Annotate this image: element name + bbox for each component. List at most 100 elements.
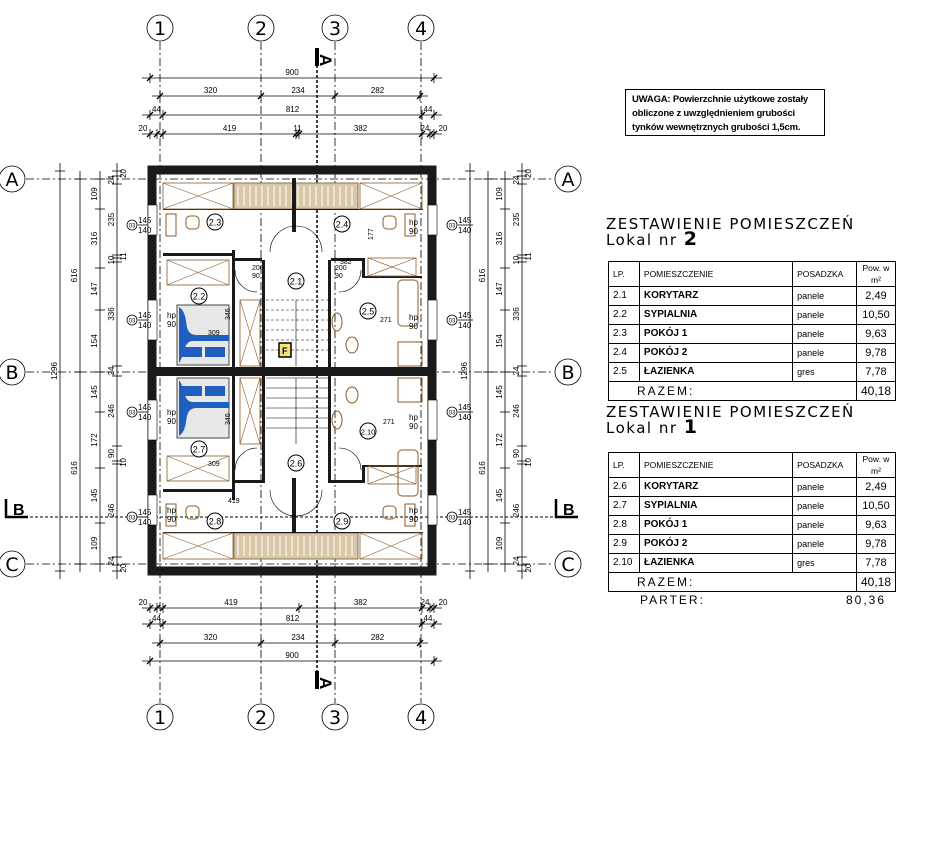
wardrobe-cross — [359, 182, 423, 210]
stair-marker-label: F — [282, 346, 288, 356]
room-floor: gres — [792, 362, 857, 382]
grid-label-C: C — [5, 554, 18, 576]
window-tag: 03 — [129, 516, 136, 522]
room-area: 9,63 — [855, 515, 897, 535]
window-sill: 140 — [458, 321, 472, 330]
grid-bubble — [247, 703, 275, 731]
sink — [331, 410, 343, 430]
door-swing — [295, 489, 323, 517]
window-tag: 03 — [129, 411, 136, 417]
note-line: tynków wewnętrznych grubości 1,5cm. — [632, 122, 801, 133]
dimension-value: 1296 — [460, 362, 469, 380]
grid-label-3: 3 — [329, 707, 341, 729]
hp-label: hp — [409, 218, 418, 227]
dimension-value: 147 — [495, 282, 504, 296]
room-lp: 2.5 — [608, 362, 640, 382]
room-marker — [206, 512, 224, 530]
hp-label: hp — [409, 413, 418, 422]
chair — [382, 215, 397, 230]
dimension-value: 336 — [512, 307, 521, 321]
dimension-value: 11 — [524, 252, 533, 261]
room-marker — [333, 512, 351, 530]
parter-value: 80,36 — [845, 593, 886, 607]
grid-label-1: 1 — [154, 18, 166, 40]
dimension-value: 235 — [107, 212, 116, 226]
bed-cover — [179, 307, 229, 363]
pillow — [182, 347, 202, 357]
pillow — [205, 386, 225, 396]
room-floor: panele — [792, 515, 857, 535]
dimension-value: 109 — [495, 187, 504, 201]
room-name: POKÓJ 1 — [638, 324, 794, 344]
interior-wall — [331, 480, 363, 483]
grid-label-A: A — [6, 169, 19, 191]
room-marker — [287, 454, 305, 472]
total-value: 40,18 — [855, 572, 897, 592]
bathtub — [397, 279, 419, 327]
window-sill: 140 — [458, 518, 472, 527]
table-row: 2.8 POKÓJ 1 panele 9,63 — [608, 515, 897, 535]
room-marker — [359, 422, 377, 440]
window-height: 145 — [458, 403, 472, 412]
window-opening — [427, 299, 438, 341]
wardrobe — [367, 465, 417, 485]
room-lp: 2.6 — [608, 477, 640, 497]
lokal1-number: 1 — [683, 416, 698, 438]
wardrobe — [359, 182, 423, 210]
room-lp: 2.8 — [608, 515, 640, 535]
dimension-value: 316 — [495, 231, 504, 245]
door-swing — [234, 269, 258, 293]
dimension-value: 44 — [424, 105, 433, 114]
room-lp: 2.4 — [608, 343, 640, 363]
dimension-value: 234 — [291, 633, 305, 642]
room-area: 10,50 — [855, 496, 897, 516]
dimension-value: 147 — [90, 282, 99, 296]
wardrobe-cross — [166, 259, 230, 286]
room-floor: panele — [792, 305, 857, 325]
dimension-value: 1296 — [50, 362, 59, 380]
wardrobe-cross — [367, 257, 417, 277]
column-header: Pow. w m² — [855, 261, 897, 287]
lokal2-title: ZESTAWIENIE POMIESZCZEŃ — [606, 215, 855, 233]
grid-bubble — [321, 14, 349, 42]
dimension-value: 382 — [354, 598, 368, 607]
dimension-value: 812 — [286, 614, 300, 623]
interior-wall — [292, 478, 296, 532]
bathtub — [397, 449, 419, 497]
window-opening — [427, 204, 438, 236]
room-marker — [333, 215, 351, 233]
dimension-value: 24 — [512, 175, 521, 184]
dimension-value: 10 — [512, 255, 521, 264]
room-name: SYPIALNIA — [638, 496, 794, 516]
desk — [404, 213, 416, 237]
grid-label-1: 1 — [154, 707, 166, 729]
room-number: 2.10 — [361, 428, 376, 437]
grid-bubble — [0, 550, 26, 578]
room-number: 2.2 — [193, 292, 206, 302]
sink — [331, 312, 343, 332]
dimension-value: 616 — [70, 461, 79, 475]
chair — [185, 505, 200, 520]
door-swing — [338, 447, 362, 471]
room-name: KORYTARZ — [638, 477, 794, 497]
dimension-value: 336 — [107, 307, 116, 321]
table-row: 2.2 SYPIALNIA panele 10,50 — [608, 305, 897, 325]
dimension-value: 109 — [495, 536, 504, 550]
grid-bubble — [146, 14, 174, 42]
column-header: POSADZKA — [792, 452, 857, 478]
room-lp: 2.10 — [608, 553, 640, 573]
column-header: LP. — [608, 452, 640, 478]
room-name: POKÓJ 2 — [638, 534, 794, 554]
dimension-value: 235 — [512, 212, 521, 226]
column-header: LP. — [608, 261, 640, 287]
room-number: 2.1 — [290, 277, 303, 287]
door-size: 200 — [335, 265, 347, 272]
door-size: 90 — [335, 273, 343, 280]
window-height: 145 — [458, 311, 472, 320]
room-lp: 2.2 — [608, 305, 640, 325]
dimension-value: 900 — [285, 651, 299, 660]
total-row: RAZEM:40,18 — [608, 381, 897, 401]
grid-bubble — [554, 550, 582, 578]
grid-bubble — [0, 358, 26, 386]
